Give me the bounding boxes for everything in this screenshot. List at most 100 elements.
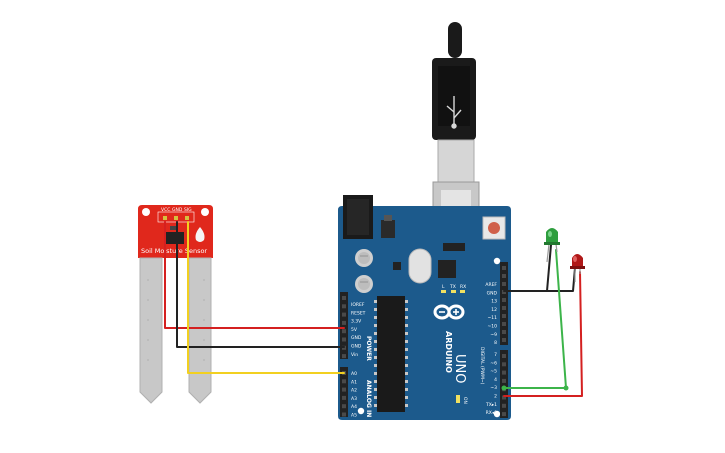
pin-label-digital_header_top-6: ~9 — [490, 332, 497, 338]
pin-label-power_header-5: GND — [351, 344, 362, 350]
wire-a0-yellow[interactable] — [187, 221, 345, 374]
pin-label-digital_header_bottom-4: ~3 — [490, 385, 497, 391]
power-header — [340, 292, 348, 359]
header-pin-hole[interactable] — [502, 330, 506, 334]
pin-label-digital_header_bottom-6: TX▸1 — [485, 402, 497, 408]
header-pin-hole[interactable] — [502, 266, 506, 270]
header-pin-hole[interactable] — [502, 354, 506, 358]
chip-pin — [374, 372, 377, 375]
header-pin-hole[interactable] — [502, 298, 506, 302]
pin-label-digital_header_top-0: AREF — [485, 282, 497, 288]
red-led[interactable] — [570, 254, 585, 282]
chip-pin — [405, 372, 408, 375]
header-pin-hole[interactable] — [342, 320, 346, 325]
chip-pin — [405, 332, 408, 335]
header-pin-hole[interactable] — [502, 412, 506, 417]
capacitor — [355, 275, 373, 293]
power-section-label: POWER — [365, 336, 372, 361]
header-pin-hole[interactable] — [502, 370, 506, 375]
header-pin-hole[interactable] — [342, 379, 346, 384]
capacitor — [355, 249, 373, 267]
header-pin-hole[interactable] — [502, 338, 506, 342]
header-pin-hole[interactable] — [502, 322, 506, 326]
wire-gnd-black-red-led[interactable] — [546, 267, 576, 292]
chip-pin — [374, 308, 377, 311]
reset-button[interactable] — [482, 216, 506, 240]
header-pin-hole[interactable] — [502, 314, 506, 318]
soil-moisture-sensor[interactable]: VCC GND SIG Soil Moisture Sensor — [138, 205, 213, 404]
usb-cable — [432, 22, 480, 237]
arduino-logo-icon — [433, 304, 465, 320]
chip-pin — [405, 308, 408, 311]
arduino-uno-board[interactable]: L TX RX ARDUINO UNO ON POWER ANALOG IN D… — [338, 195, 511, 420]
board-led-label-tx: TX — [449, 284, 456, 290]
pin-label-digital_header_bottom-5: 2 — [494, 394, 497, 400]
analog-header — [340, 367, 348, 417]
header-pin-hole[interactable] — [342, 387, 346, 392]
pin-label-power_header-1: RESET — [351, 310, 366, 316]
header-pin-hole[interactable] — [342, 329, 346, 334]
header-pin-hole[interactable] — [342, 354, 346, 359]
pin-label-analog_header-4: A4 — [351, 404, 357, 410]
pin-label-digital_header_top-7: 8 — [494, 340, 497, 346]
header-pin-hole[interactable] — [502, 274, 506, 278]
header-pin-hole[interactable] — [502, 306, 506, 310]
wire-5v-red[interactable] — [164, 221, 345, 329]
sensor-logo-icon — [195, 227, 205, 242]
green-led[interactable] — [544, 228, 560, 263]
chip-pin — [374, 356, 377, 359]
board-on-label: ON — [462, 397, 468, 404]
header-pin-hole[interactable] — [502, 395, 506, 400]
analog-section-label: ANALOG IN — [365, 380, 372, 417]
pin-label-digital_header_top-3: 12 — [491, 307, 497, 313]
header-pin-hole[interactable] — [342, 412, 346, 417]
digital-section-label: DIGITAL (PWM~) — [479, 347, 485, 385]
pin-label-analog_header-0: A0 — [351, 371, 357, 377]
chip-pin — [374, 316, 377, 319]
pin-label-digital_header_bottom-2: ~5 — [490, 369, 497, 375]
pin-label-power_header-6: Vin — [351, 352, 358, 358]
chip-pin — [374, 380, 377, 383]
header-pin-hole[interactable] — [342, 296, 346, 300]
pin-label-analog_header-1: A1 — [351, 379, 357, 385]
atmega-chip — [374, 296, 408, 412]
sensor-pin-sig: SIG — [184, 207, 192, 213]
wire-pin3-green[interactable] — [503, 249, 567, 389]
wire-gnd-black-leds[interactable] — [503, 244, 552, 292]
chip-pin — [405, 356, 408, 359]
wires — [164, 221, 583, 397]
sensor-pin-gnd: GND — [172, 207, 183, 213]
pin-label-digital_header_bottom-1: ~6 — [490, 360, 497, 366]
chip-pin — [374, 364, 377, 367]
pin-label-power_header-0: IOREF — [351, 302, 365, 308]
wire-pin2-red[interactable] — [503, 271, 583, 397]
header-pin-hole[interactable] — [342, 395, 346, 400]
board-led-label-rx: RX — [460, 284, 466, 290]
header-pin-hole[interactable] — [502, 362, 506, 367]
board-brand: ARDUINO — [444, 331, 453, 373]
chip-pin — [374, 332, 377, 335]
header-pin-hole[interactable] — [502, 282, 506, 286]
board-model: UNO — [452, 354, 467, 383]
wire-gnd-black[interactable] — [176, 221, 345, 348]
chip-pin — [374, 348, 377, 351]
digital-header-top — [500, 262, 508, 345]
digital-header-bottom — [500, 350, 508, 418]
header-pin-hole[interactable] — [342, 312, 346, 317]
chip-pin — [374, 340, 377, 343]
pin-label-digital_header_top-2: 13 — [491, 299, 497, 305]
chip-pin — [405, 300, 408, 303]
header-pin-hole[interactable] — [502, 403, 506, 408]
board-led-label-l: L — [442, 284, 445, 290]
pin-label-digital_header_bottom-0: 7 — [494, 352, 497, 358]
header-pin-hole[interactable] — [342, 337, 346, 342]
sensor-label: Soil Moisture Sensor — [141, 247, 207, 255]
header-pin-hole[interactable] — [502, 378, 506, 383]
chip-pin — [374, 388, 377, 391]
header-pin-hole[interactable] — [342, 404, 346, 409]
pin-label-analog_header-3: A3 — [351, 396, 357, 402]
chip-pin — [374, 404, 377, 407]
header-pin-hole[interactable] — [342, 304, 346, 309]
chip-pin — [374, 300, 377, 303]
